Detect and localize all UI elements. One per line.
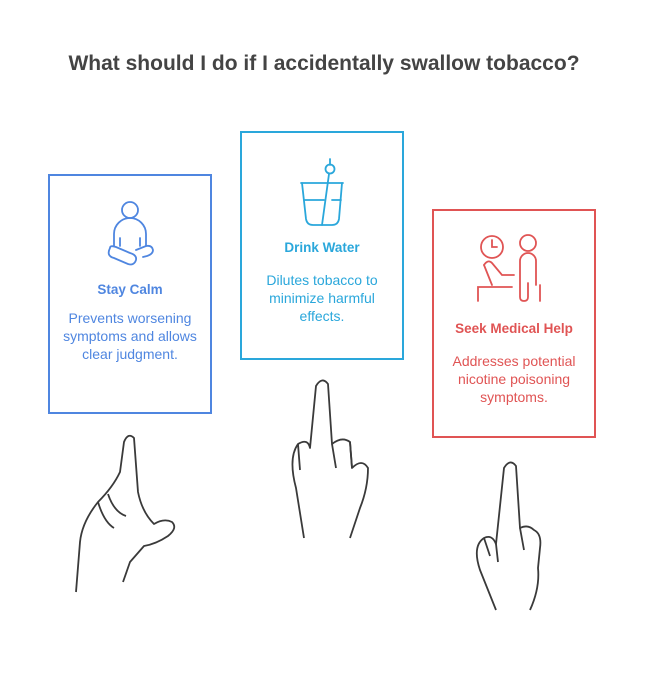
card-description: Dilutes tobacco to minimize harmful effe…	[266, 272, 378, 324]
card-seek-medical-help: Seek Medical Help Addresses potential ni…	[432, 209, 596, 438]
card-description: Prevents worsening symptoms and allows c…	[63, 310, 197, 362]
card-heading: Seek Medical Help	[455, 321, 573, 336]
card-description: Addresses potential nicotine poisoning s…	[452, 353, 576, 405]
card-heading: Drink Water	[284, 240, 360, 255]
doctor-patient-icon	[477, 234, 541, 302]
pointing-hand-icon	[475, 461, 542, 611]
page-title: What should I do if I accidentally swall…	[68, 52, 580, 75]
card-drink-water: Drink Water Dilutes tobacco to minimize …	[240, 131, 404, 360]
pointing-hand-icon	[75, 434, 176, 593]
meditation-person-icon	[107, 201, 154, 266]
pointing-hand-icon	[291, 379, 369, 539]
card-heading: Stay Calm	[97, 282, 163, 297]
glass-of-water-icon	[300, 158, 344, 226]
card-stay-calm: Stay Calm Prevents worsening symptoms an…	[48, 174, 212, 414]
